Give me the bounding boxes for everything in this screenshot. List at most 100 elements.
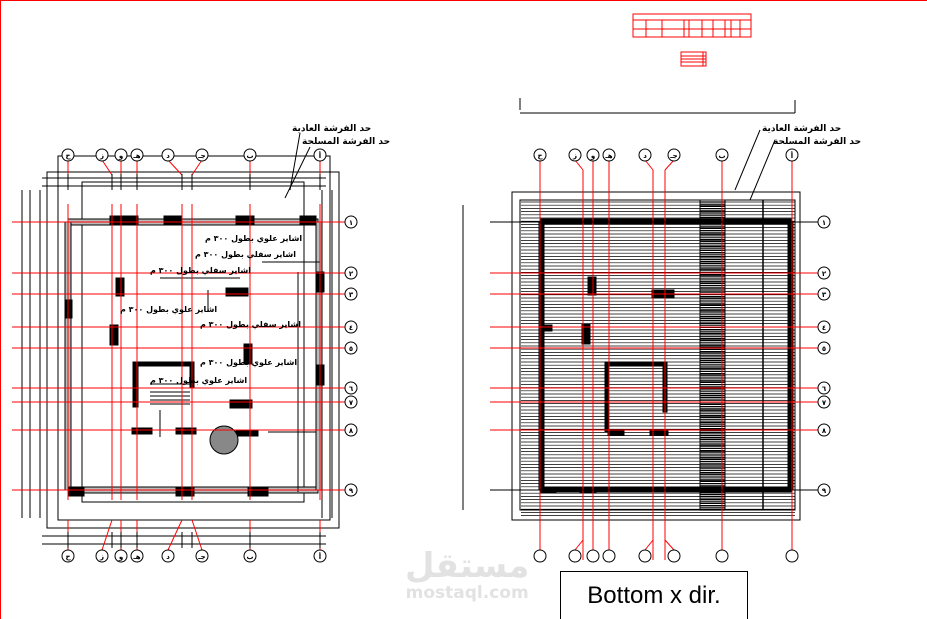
column bbox=[109, 215, 139, 226]
wall bbox=[604, 361, 610, 433]
axis-bubble bbox=[817, 266, 831, 280]
axis-bubble bbox=[568, 549, 582, 563]
column bbox=[175, 486, 195, 497]
axis-bubble-label: و bbox=[118, 553, 123, 561]
leader-line bbox=[749, 139, 776, 201]
axis-bubble-label: د bbox=[643, 152, 647, 160]
axis-bubble bbox=[817, 341, 831, 355]
axis-bubble bbox=[344, 395, 358, 409]
axis-bubble-label: ١ bbox=[349, 219, 353, 227]
axis-bubble bbox=[602, 148, 616, 162]
grid-leader bbox=[574, 159, 584, 171]
axis-bubble bbox=[95, 549, 109, 563]
axis-bubble bbox=[313, 148, 327, 162]
axis-bubble-label: ح bbox=[537, 152, 543, 160]
axis-bubble bbox=[586, 549, 600, 563]
axis-bubble bbox=[130, 148, 144, 162]
axis-bubble bbox=[344, 215, 358, 229]
axis-bubble-label: ٥ bbox=[822, 345, 826, 353]
leader-line bbox=[284, 146, 311, 199]
axis-bubble bbox=[568, 148, 582, 162]
column bbox=[581, 323, 591, 345]
axis-bubble bbox=[533, 148, 547, 162]
axis-bubble-label: هـ bbox=[132, 553, 140, 561]
axis-bubble-label: ٧ bbox=[822, 399, 827, 407]
leader-line bbox=[289, 132, 301, 191]
axis-bubble bbox=[130, 549, 144, 563]
column bbox=[243, 343, 253, 365]
axis-bubble bbox=[344, 423, 358, 437]
axis-bubble bbox=[817, 483, 831, 497]
axis-bubble-label: ٨ bbox=[349, 427, 354, 435]
axis-bubble-label: د bbox=[166, 152, 170, 160]
axis-bubble bbox=[667, 148, 681, 162]
axis-bubble bbox=[243, 148, 257, 162]
axis-bubble-label: و bbox=[590, 152, 595, 160]
column bbox=[587, 276, 597, 296]
axis-bubble-label: ٧ bbox=[349, 399, 354, 407]
axis-bubble bbox=[61, 148, 75, 162]
column bbox=[539, 324, 553, 332]
axis-bubble-label: هـ bbox=[132, 152, 140, 160]
axis-bubble-label: ز bbox=[572, 152, 577, 160]
dimension-frame bbox=[46, 171, 340, 529]
axis-bubble-label: ٦ bbox=[349, 385, 354, 393]
axis-bubble bbox=[586, 148, 600, 162]
reinforced-raft-outline bbox=[81, 181, 305, 503]
rebar-note: اشاير سفلي بطول ٣٠٠ م bbox=[200, 320, 301, 329]
axis-bubble-label: ح bbox=[65, 553, 71, 561]
axis-bubble bbox=[602, 549, 616, 563]
legend-reinforced-raft-right: حد الفرشة المسلحة bbox=[773, 137, 862, 147]
rebar-note: اشاير علوي بطول ٣٠٠ م bbox=[200, 358, 298, 367]
column bbox=[235, 215, 255, 226]
column bbox=[247, 486, 269, 497]
axis-bubble-label: جـ bbox=[669, 152, 677, 160]
column bbox=[163, 215, 183, 226]
rebar-note: اشاير سفلي بطول ٣٠٠ م bbox=[150, 266, 251, 275]
axis-bubble-label: أ bbox=[319, 151, 321, 160]
axis-bubble-label: ز bbox=[99, 152, 104, 160]
axis-bubble bbox=[817, 395, 831, 409]
axis-bubble bbox=[114, 148, 128, 162]
axis-bubble bbox=[785, 148, 799, 162]
wall bbox=[132, 361, 194, 367]
grid-leader bbox=[644, 539, 654, 551]
watermark-arabic: مستقل bbox=[405, 546, 530, 586]
grid-leader bbox=[167, 519, 183, 551]
axis-bubble bbox=[344, 381, 358, 395]
axis-bubble-label: ٩ bbox=[822, 487, 827, 495]
watermark-latin: mostaql.com bbox=[405, 583, 529, 603]
axis-bubble bbox=[344, 341, 358, 355]
axis-bubble bbox=[715, 148, 729, 162]
axis-bubble bbox=[817, 381, 831, 395]
axis-bubble-label: ١ bbox=[822, 219, 826, 227]
axis-bubble bbox=[344, 287, 358, 301]
axis-bubble bbox=[195, 549, 209, 563]
axis-bubble bbox=[161, 148, 175, 162]
grid-leader bbox=[664, 159, 675, 171]
column bbox=[115, 277, 125, 297]
axis-bubble-label: ٢ bbox=[822, 270, 827, 278]
axis-bubble bbox=[161, 549, 175, 563]
rebar-note: اشاير علوي بطول ٣٠٠ م bbox=[150, 376, 248, 385]
pit-hatch bbox=[209, 425, 239, 455]
axis-bubble-label: و bbox=[118, 152, 123, 160]
grid-leader bbox=[644, 159, 654, 171]
axis-bubble-label: ٥ bbox=[349, 345, 353, 353]
legend-ordinary-raft-right: حد الفرشة العادية bbox=[762, 124, 842, 134]
axis-bubble bbox=[785, 549, 799, 563]
column bbox=[229, 399, 253, 409]
axis-bubble-label: ب bbox=[246, 553, 253, 561]
column bbox=[131, 427, 153, 435]
axis-bubble bbox=[817, 215, 831, 229]
ordinary-raft-outline bbox=[57, 155, 331, 521]
axis-bubble bbox=[817, 423, 831, 437]
column bbox=[225, 287, 249, 297]
column bbox=[175, 427, 197, 435]
axis-bubble bbox=[533, 549, 547, 563]
rebar-note: اشاير سفلي بطول ٣٠٠ م bbox=[195, 250, 296, 259]
grid-leader bbox=[101, 519, 113, 551]
axis-bubble bbox=[817, 320, 831, 334]
view-label: Bottom x dir. bbox=[560, 571, 748, 619]
